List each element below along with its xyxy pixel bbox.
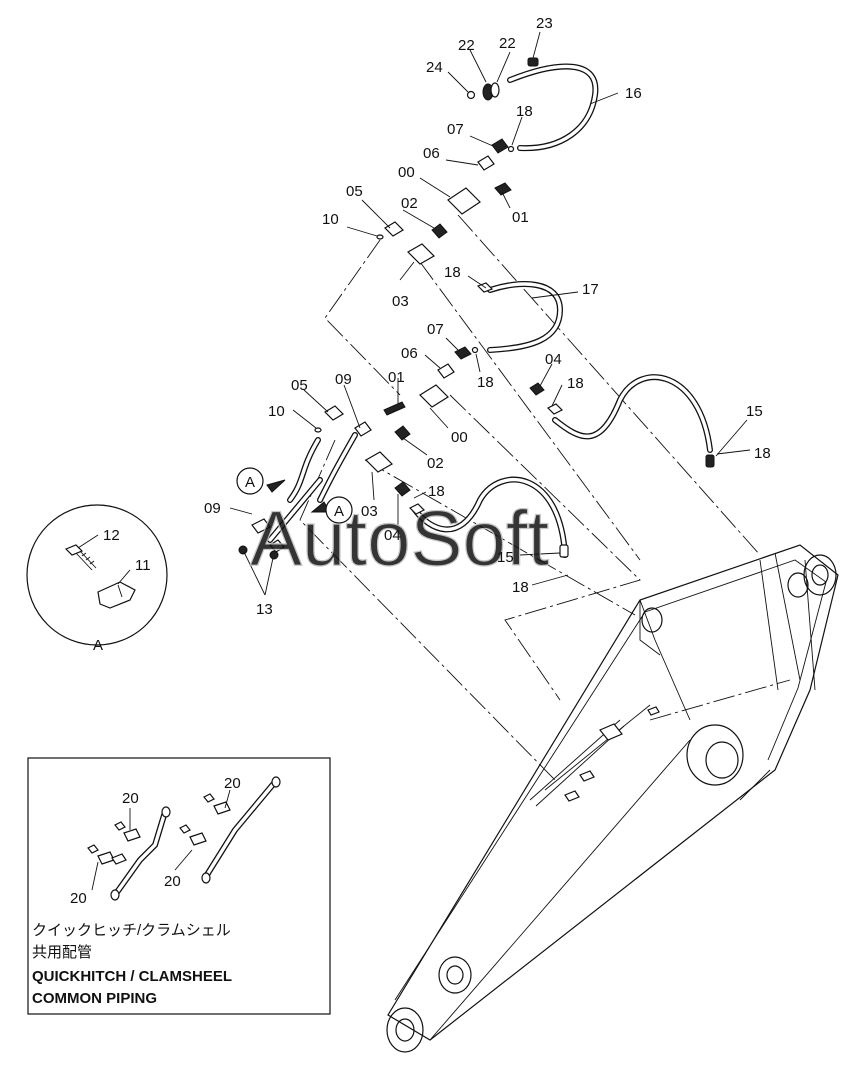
callout-09-low: 09 bbox=[204, 500, 221, 517]
callout-01-mid: 01 bbox=[388, 369, 405, 386]
callout-11: 11 bbox=[135, 557, 151, 574]
boom-arm bbox=[386, 544, 839, 1053]
svg-text:A: A bbox=[334, 503, 344, 520]
callout-00-top: 00 bbox=[398, 164, 415, 181]
callout-20-a: 20 bbox=[122, 790, 139, 807]
callout-15-right: 15 bbox=[746, 403, 763, 420]
callout-10-mid: 10 bbox=[268, 403, 285, 420]
callout-18-low: 18 bbox=[428, 483, 445, 500]
callout-04-low: 04 bbox=[384, 527, 401, 544]
callout-16: 16 bbox=[625, 85, 642, 102]
callout-06-mid: 06 bbox=[401, 345, 418, 362]
callout-24: 24 bbox=[426, 59, 443, 76]
callout-18-mid2: 18 bbox=[477, 374, 494, 391]
callout-18-mid: 18 bbox=[444, 264, 461, 281]
callout-07-top: 07 bbox=[447, 121, 464, 138]
callout-18-far-right: 18 bbox=[754, 445, 771, 462]
callout-numbers: 23 22 22 24 16 18 07 06 00 01 05 02 10 0… bbox=[70, 15, 771, 907]
callout-18-right: 18 bbox=[567, 375, 584, 392]
inset-quickhitch-clamshell bbox=[27, 757, 331, 1015]
callout-15-low: 15 bbox=[497, 549, 514, 566]
caption-jp-line2: 共用配管 bbox=[32, 944, 92, 961]
view-arrow-a1: A bbox=[236, 467, 264, 495]
svg-text:A: A bbox=[245, 474, 255, 491]
callout-13: 13 bbox=[256, 601, 273, 618]
caption-en-line2: COMMON PIPING bbox=[32, 990, 157, 1007]
caption-jp-line1: クイックヒッチ/クラムシェル bbox=[32, 922, 231, 939]
callout-leaders bbox=[229, 31, 751, 596]
view-arrow-a2: A bbox=[325, 496, 353, 524]
callout-12: 12 bbox=[103, 527, 120, 544]
callout-23: 23 bbox=[536, 15, 553, 32]
caption-en-line1: QUICKHITCH / CLAMSHEEL bbox=[32, 968, 232, 985]
callout-05-mid: 05 bbox=[291, 377, 308, 394]
callout-20-d: 20 bbox=[70, 890, 87, 907]
inset-caption: クイックヒッチ/クラムシェル 共用配管 QUICKHITCH / CLAMSHE… bbox=[32, 922, 232, 1007]
callout-06-top: 06 bbox=[423, 145, 440, 162]
callout-00-mid: 00 bbox=[451, 429, 468, 446]
callout-02-mid: 02 bbox=[427, 455, 444, 472]
callout-09-mid: 09 bbox=[335, 371, 352, 388]
fittings bbox=[238, 57, 715, 560]
callout-18-bottom: 18 bbox=[512, 579, 529, 596]
leader-lines bbox=[299, 214, 791, 781]
detail-a-view: A bbox=[26, 504, 168, 654]
callout-01-top: 01 bbox=[512, 209, 529, 226]
callout-03-low: 03 bbox=[361, 503, 378, 520]
callout-05-top: 05 bbox=[346, 183, 363, 200]
callout-02-top: 02 bbox=[401, 195, 418, 212]
callout-20-b: 20 bbox=[224, 775, 241, 792]
detail-a-label: A bbox=[93, 637, 103, 654]
callout-04-mid: 04 bbox=[545, 351, 562, 368]
callout-22-left: 22 bbox=[458, 37, 475, 54]
callout-22-right: 22 bbox=[499, 35, 516, 52]
callout-03-top: 03 bbox=[392, 293, 409, 310]
callout-07-mid: 07 bbox=[427, 321, 444, 338]
watermark: AutoSoft bbox=[250, 494, 550, 582]
callout-20-c: 20 bbox=[164, 873, 181, 890]
callout-10-top: 10 bbox=[322, 211, 339, 228]
callout-17: 17 bbox=[582, 281, 599, 298]
callout-18-top: 18 bbox=[516, 103, 533, 120]
hoses bbox=[267, 63, 713, 558]
